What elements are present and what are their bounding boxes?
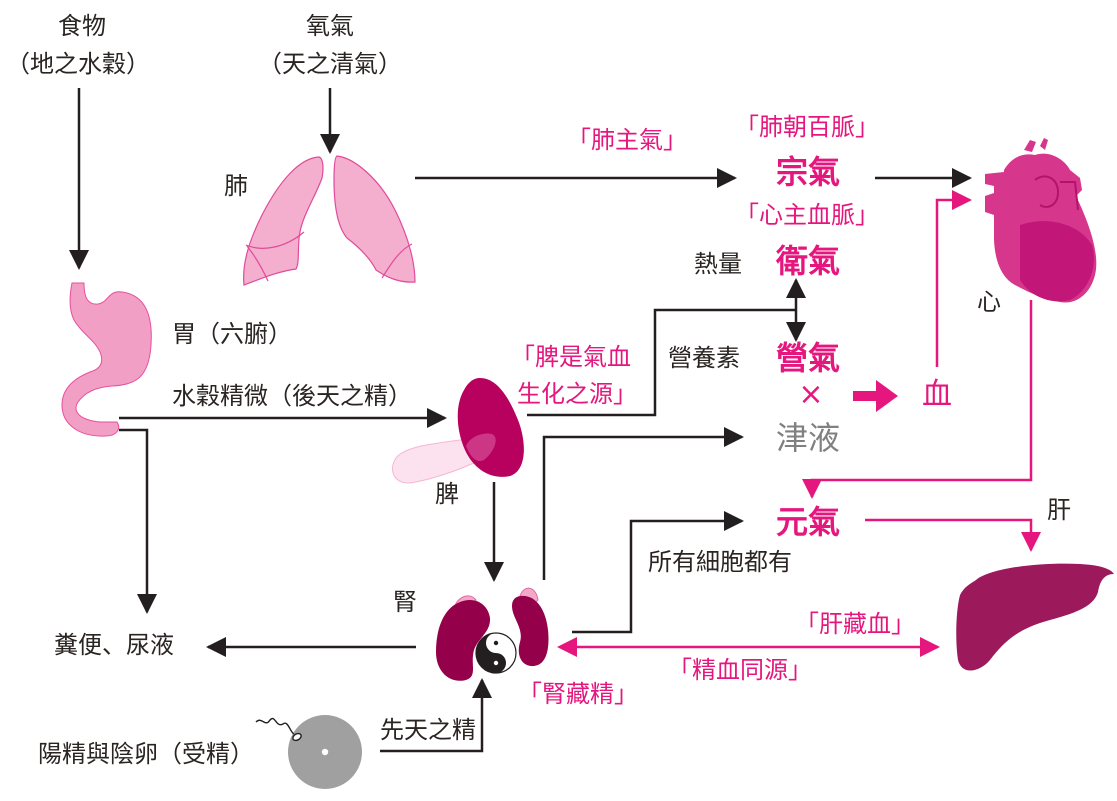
oxygen-subtitle: （天之清氣）: [258, 50, 402, 78]
saying-spleen-source-line2: 生化之源」: [517, 380, 637, 408]
arrow-yingqi-to-blood: [853, 380, 898, 412]
body-fluid-label: 津液: [776, 419, 841, 457]
food-title: 食物: [58, 12, 106, 40]
oxygen-title: 氧氣: [306, 12, 354, 40]
stomach-icon: [61, 282, 152, 437]
congenital-essence-label: 先天之精: [380, 716, 476, 744]
arrow-conception-to-kidney: [380, 678, 492, 753]
arrow-heart-to-yuanqi: [802, 300, 1033, 499]
heat-label: 熱量: [694, 250, 742, 278]
arrow-kidney-to-yuanqi: [572, 511, 744, 634]
saying-heart-governs-blood: 「心主血脈」: [735, 201, 879, 229]
multiply-sign: ×: [798, 377, 824, 412]
yuan-qi-label: 元氣: [776, 503, 841, 541]
liver-icon: [956, 563, 1114, 671]
essence-flow-label: 水穀精微（後天之精）: [172, 382, 412, 410]
saying-spleen-source-line1: 「脾是氣血: [511, 343, 631, 371]
nutrients-label: 營養素: [668, 344, 740, 372]
conception-label: 陽精與陰卵（受精）: [38, 740, 254, 768]
saying-kidney-stores-essence: 「腎藏精」: [518, 680, 638, 708]
saying-lung-governs-qi: 「肺主氣」: [567, 126, 687, 154]
excretion-label: 糞便、尿液: [54, 631, 174, 659]
kidney-icon: [436, 587, 549, 681]
wei-qi-label: 衛氣: [776, 242, 841, 280]
liver-label: 肝: [1047, 496, 1071, 524]
saying-liver-stores-blood: 「肝藏血」: [795, 610, 915, 638]
lung-icon: [243, 155, 416, 286]
arrow-spleen-to-qi-junction: [527, 308, 796, 417]
arrow-kidney-to-body-fluid: [542, 427, 744, 580]
ying-qi-label: 營氣: [776, 339, 841, 377]
heart-icon: [985, 138, 1097, 303]
spleen-icon: [392, 378, 524, 484]
saying-essence-blood-same-source: 「精血同源」: [668, 656, 812, 684]
stomach-label: 胃（六腑）: [172, 320, 292, 348]
zong-qi-label: 宗氣: [776, 153, 841, 191]
kidney-label: 腎: [393, 588, 417, 616]
yin-yang-icon: [475, 632, 517, 674]
blood-label: 血: [922, 377, 952, 412]
arrow-yuanqi-to-liver: [865, 518, 1041, 552]
food-subtitle: （地之水穀）: [6, 50, 150, 78]
saying-lung-faces-vessels: 「肺朝百脈」: [735, 113, 879, 141]
spleen-label: 脾: [435, 480, 459, 508]
lung-label: 肺: [224, 172, 248, 200]
heart-label: 心: [977, 288, 1001, 316]
fertilized-egg-icon: [255, 715, 362, 789]
arrow-stomach-to-excretion: [119, 428, 157, 614]
all-cells-label: 所有細胞都有: [648, 548, 792, 576]
arrow-blood-to-heart: [935, 190, 972, 367]
